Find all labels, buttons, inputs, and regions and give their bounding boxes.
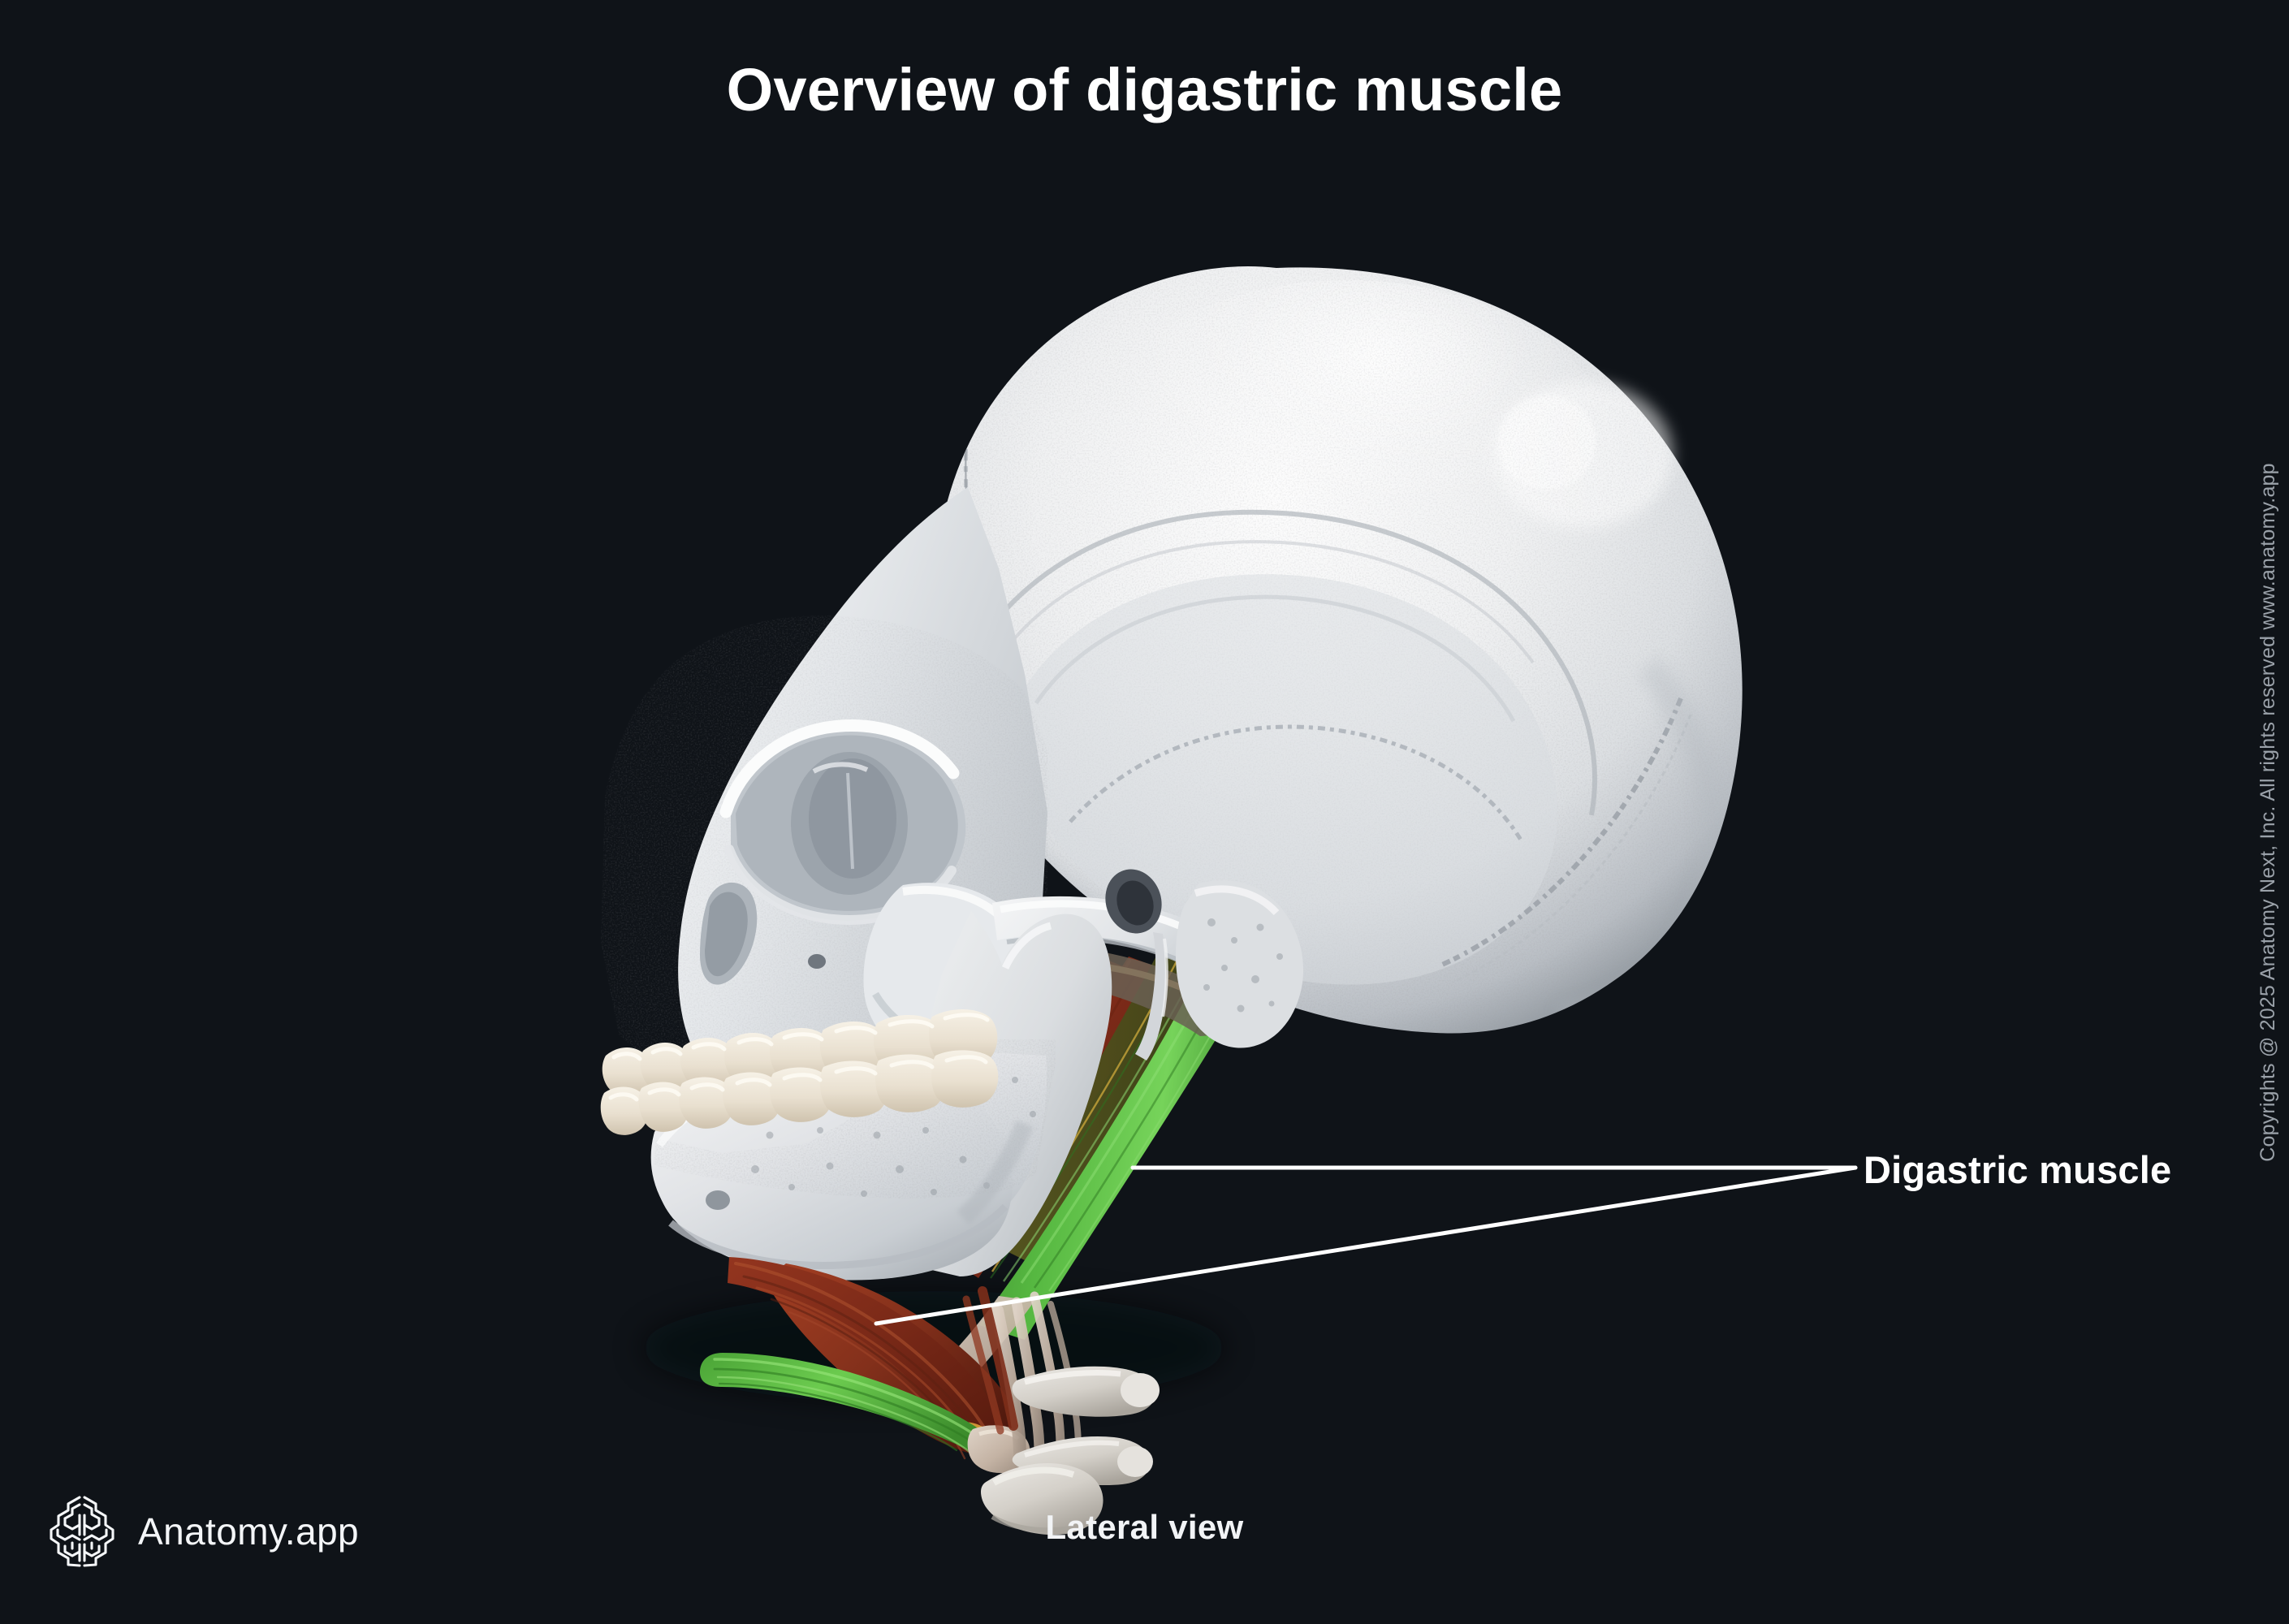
infraorbital-foramen xyxy=(808,954,826,969)
digastric-anterior-belly xyxy=(700,1353,991,1457)
temporal-process-group xyxy=(1105,869,1304,1060)
brain-icon xyxy=(50,1496,114,1567)
brand-logo[interactable]: Anatomy.app xyxy=(47,1492,359,1570)
copyright-text: Copyrights @ 2025 Anatomy Next, Inc. All… xyxy=(2256,462,2279,1162)
leader-lines xyxy=(874,1165,1858,1326)
teeth xyxy=(600,1009,999,1135)
leader-anterior-belly xyxy=(874,1165,1858,1326)
copyright-notice: Copyrights @ 2025 Anatomy Next, Inc. All… xyxy=(2244,0,2289,1624)
view-caption: Lateral view xyxy=(1045,1508,1244,1546)
squamous-suture xyxy=(1069,724,1524,843)
skull xyxy=(600,266,1743,1535)
mental-foramen xyxy=(706,1190,730,1210)
page-title: Overview of digastric muscle xyxy=(726,56,1563,123)
hyoid-bone xyxy=(981,1366,1160,1535)
supraorbital-rim xyxy=(719,719,960,818)
suprahyoid-muscles xyxy=(700,1257,1082,1504)
brand-name: Anatomy.app xyxy=(138,1510,360,1553)
mandibular-teeth xyxy=(600,1050,999,1135)
styloid-process xyxy=(1135,932,1167,1060)
hyoid-body xyxy=(981,1463,1103,1535)
superior-temporal-line xyxy=(990,509,1597,816)
annotation-label-digastric-muscle: Digastric muscle xyxy=(1864,1148,2172,1191)
lambdoid-suture xyxy=(1440,697,1683,967)
